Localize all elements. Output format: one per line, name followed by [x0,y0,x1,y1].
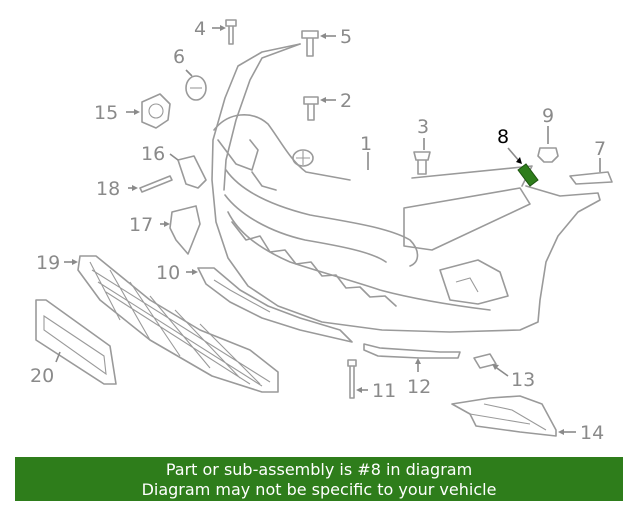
part-label-5: 5 [340,26,352,48]
trim-14 [451,395,557,437]
part-label-13: 13 [511,369,535,391]
part-label-2: 2 [340,90,352,112]
part-label-11: 11 [372,380,396,402]
part-label-20: 20 [30,365,54,387]
bolt-5 [301,30,319,57]
part-label-8: 8 [497,126,509,148]
part-number-labels: 1 2 3 4 5 6 7 8 9 10 11 12 13 14 15 16 1… [30,18,606,444]
strip-18 [139,175,173,193]
lower-strip-10 [197,267,353,343]
pin-11 [347,359,357,399]
part-label-4: 4 [194,18,206,40]
grille-19 [77,255,279,393]
bolt-2 [303,96,319,121]
part-label-12: 12 [407,376,431,398]
part-label-19: 19 [36,252,60,274]
bracket-7 [569,171,613,185]
banner-line-disclaimer: Diagram may not be specific to your vehi… [141,480,497,499]
sensor-15 [141,93,171,129]
clip-13 [473,353,497,369]
bracket-16 [177,155,207,189]
bolt-4 [225,19,237,45]
part-label-17: 17 [129,214,153,236]
emblem-6 [185,75,207,101]
plug-9 [537,147,559,163]
strip-12 [363,343,461,359]
part-label-1: 1 [360,133,372,155]
banner-line-part-info: Part or sub-assembly is #8 in diagram [165,460,473,479]
part-label-14: 14 [580,422,604,444]
part-label-9: 9 [542,105,554,127]
leader-arrows [55,25,601,435]
part-label-6: 6 [173,46,185,68]
part-label-15: 15 [94,102,118,124]
part-label-7: 7 [594,138,606,160]
part-label-18: 18 [96,178,120,200]
frame-20 [35,299,117,385]
info-banner: Part or sub-assembly is #8 in diagram Di… [15,457,623,501]
part-label-16: 16 [141,143,165,165]
parts-diagram: 1 2 3 4 5 6 7 8 9 10 11 12 13 14 15 16 1… [30,18,613,444]
part-label-10: 10 [156,262,180,284]
bracket-17 [169,205,201,255]
clip-3 [413,151,431,175]
bumper-cover [211,43,601,333]
strip-8-highlighted [517,163,539,187]
part-label-3: 3 [417,116,429,138]
